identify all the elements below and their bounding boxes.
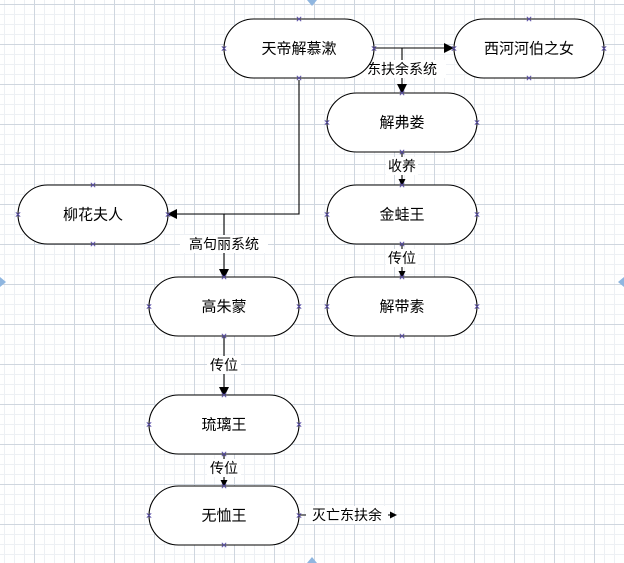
edge-tiandi-liuhua[interactable] bbox=[167, 80, 300, 219]
connection-point-mark bbox=[296, 75, 302, 81]
node-tiandi[interactable]: 天帝解慕漱 bbox=[223, 18, 375, 79]
connection-point-mark bbox=[146, 421, 152, 428]
connection-point-mark bbox=[526, 16, 532, 22]
node-jinwa[interactable]: 金蛙王 bbox=[326, 184, 478, 245]
node-label-xihe: 西河河伯之女 bbox=[484, 40, 574, 58]
connection-point-mark bbox=[146, 512, 152, 519]
connection-point-mark bbox=[399, 274, 405, 280]
connection-point-mark bbox=[399, 182, 405, 188]
connection-point-mark bbox=[324, 119, 330, 126]
connection-point-mark bbox=[146, 303, 152, 310]
node-label-gaozhumeng: 高朱蒙 bbox=[201, 298, 246, 316]
connection-point-mark bbox=[474, 119, 480, 126]
node-gaozhumeng[interactable]: 高朱蒙 bbox=[148, 276, 300, 337]
edge-label-chuanwei-1: 传位 bbox=[388, 251, 416, 267]
connection-point-mark bbox=[526, 75, 532, 81]
node-wuxu[interactable]: 无恤王 bbox=[148, 485, 300, 546]
node-jiedaisu[interactable]: 解带素 bbox=[326, 276, 478, 337]
connection-point-mark bbox=[601, 45, 607, 52]
node-label-liuli: 琉璃王 bbox=[201, 416, 246, 434]
connection-points bbox=[15, 16, 607, 548]
node-label-jinwa: 金蛙王 bbox=[379, 206, 424, 224]
node-liuhua[interactable]: 柳花夫人 bbox=[17, 184, 169, 245]
connection-point-mark bbox=[221, 392, 227, 398]
connection-point-mark bbox=[221, 542, 227, 548]
connection-point-mark bbox=[296, 421, 302, 428]
edge-label-dongfuyu: 东扶余系统 bbox=[367, 61, 437, 78]
node-label-jiedaisu: 解带素 bbox=[379, 298, 424, 316]
connection-point-mark bbox=[399, 149, 405, 155]
node-label-tiandi: 天帝解慕漱 bbox=[261, 40, 336, 58]
connection-point-mark bbox=[165, 211, 171, 218]
node-liuli[interactable]: 琉璃王 bbox=[148, 394, 300, 455]
edge-label-shouyang: 收养 bbox=[388, 159, 416, 175]
connection-point-mark bbox=[399, 333, 405, 339]
connection-point-mark bbox=[296, 303, 302, 310]
node-label-liuhua: 柳花夫人 bbox=[63, 206, 123, 224]
connection-point-mark bbox=[221, 451, 227, 457]
connection-point-mark bbox=[221, 483, 227, 489]
ruler-marker-bottom bbox=[307, 557, 317, 563]
node-jiefulou[interactable]: 解弗娄 bbox=[326, 92, 478, 153]
connection-point-mark bbox=[474, 211, 480, 218]
ruler-marker-left bbox=[0, 277, 6, 287]
edge-label-chuanwei-2: 传位 bbox=[210, 358, 238, 374]
node-xihe[interactable]: 西河河伯之女 bbox=[453, 18, 605, 79]
ruler-marker-right bbox=[618, 277, 624, 287]
connection-point-mark bbox=[15, 211, 21, 218]
edge-label-gaogouli: 高句丽系统 bbox=[189, 236, 259, 253]
node-label-wuxu: 无恤王 bbox=[201, 507, 246, 525]
ruler-marker-top bbox=[307, 0, 317, 6]
connection-point-mark bbox=[324, 303, 330, 310]
node-label-jiefulou: 解弗娄 bbox=[379, 114, 424, 132]
connection-point-mark bbox=[451, 45, 457, 52]
connection-point-mark bbox=[90, 182, 96, 188]
connection-point-mark bbox=[474, 303, 480, 310]
connection-point-mark bbox=[90, 241, 96, 247]
edge-label-chuanwei-3: 传位 bbox=[210, 461, 238, 477]
connection-point-mark bbox=[221, 274, 227, 280]
connection-point-mark bbox=[221, 333, 227, 339]
connection-point-mark bbox=[296, 512, 302, 519]
connection-point-mark bbox=[221, 45, 227, 52]
connection-point-mark bbox=[371, 45, 377, 52]
connection-point-mark bbox=[296, 16, 302, 22]
connection-point-mark bbox=[399, 241, 405, 247]
connection-point-mark bbox=[324, 211, 330, 218]
connection-point-mark bbox=[399, 90, 405, 96]
edge-label-miewang: 灭亡东扶余 bbox=[312, 507, 382, 524]
